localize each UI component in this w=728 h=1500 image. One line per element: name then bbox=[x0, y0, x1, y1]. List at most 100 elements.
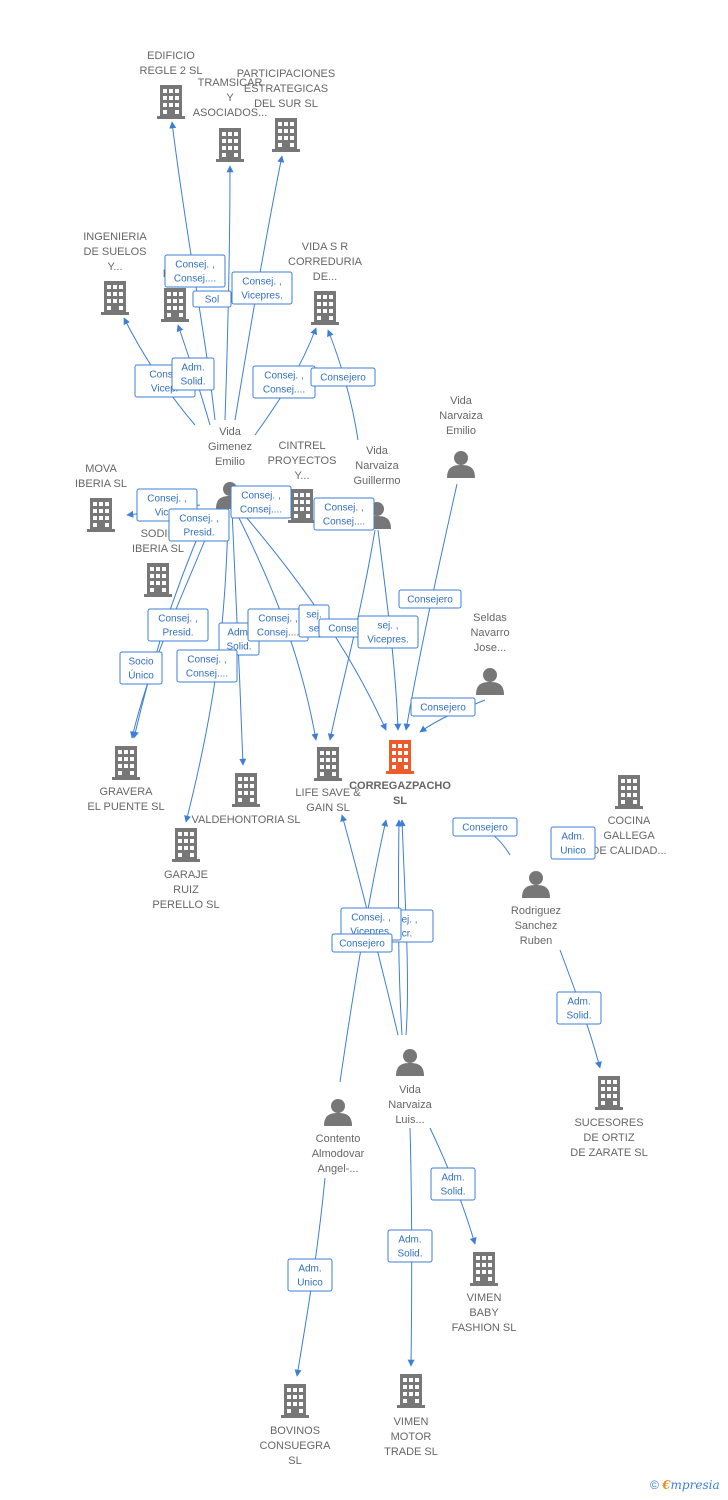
node-label-line: MOVA bbox=[85, 463, 117, 475]
building-icon bbox=[615, 775, 643, 809]
edge-role-label[interactable]: Consej. ,Presid. bbox=[168, 508, 230, 542]
building-icon bbox=[272, 118, 300, 152]
edge-role-label[interactable]: Consejero bbox=[398, 589, 462, 609]
node-cintrel[interactable]: CINTRELPROYECTOSY... bbox=[268, 440, 337, 523]
edge-role-label[interactable]: Consej. ,Presid. bbox=[147, 608, 209, 642]
edge-role-text: Adm. bbox=[298, 1264, 321, 1275]
node-label-line: SUCESORES bbox=[574, 1117, 643, 1129]
edge-role-text: Consej. , bbox=[324, 503, 363, 514]
edge-role-box bbox=[387, 1229, 433, 1263]
node-label-line: VIDA S R bbox=[302, 241, 349, 253]
node-vidaluis[interactable]: VidaNarvaizaLuis... bbox=[388, 1049, 433, 1126]
edge-role-label[interactable]: Consej. ,Consej.... bbox=[164, 254, 226, 288]
building-icon bbox=[101, 281, 129, 315]
edge-role-text: Solid. bbox=[226, 642, 251, 653]
edge-role-text: sej. , bbox=[377, 621, 398, 632]
node-label-line: FASHION SL bbox=[452, 1322, 517, 1334]
edge-role-text: Consejero bbox=[339, 939, 385, 950]
node-label-line: ESTRATEGICAS bbox=[244, 83, 328, 95]
building-icon bbox=[281, 1384, 309, 1418]
edge-role-text: Consej. , bbox=[175, 260, 214, 271]
node-label-line: TRAMSICAR bbox=[198, 77, 263, 89]
edge-role-box bbox=[550, 826, 596, 860]
edge-role-label[interactable]: Adm.Unico bbox=[550, 826, 596, 860]
node-label-line: GAIN SL bbox=[306, 802, 349, 814]
edge-role-label[interactable]: Consej. ,Vicepres. bbox=[231, 271, 293, 305]
edge-role-label[interactable]: Consejero bbox=[310, 367, 376, 387]
edge-role-label[interactable]: Consejero bbox=[410, 697, 476, 717]
edge-role-label[interactable]: Consej. , Consej.... bbox=[252, 365, 316, 399]
edge-role-text: cr. bbox=[402, 929, 413, 940]
node-label-line: Y... bbox=[107, 261, 122, 273]
edge-role-label[interactable]: sej. ,Vicepres. bbox=[357, 615, 419, 649]
brand-logo: €mpresia bbox=[662, 1478, 720, 1492]
edge-role-label[interactable]: Consejero bbox=[331, 933, 393, 953]
edge-role-label[interactable]: Consej. ,Consej.... bbox=[176, 649, 238, 683]
edge-role-box bbox=[171, 357, 215, 391]
edge-role-label[interactable]: Sol bbox=[192, 290, 232, 308]
node-valdehontoria[interactable]: VALDEHONTORIA SL bbox=[191, 773, 301, 826]
building-icon bbox=[311, 291, 339, 325]
building-icon bbox=[232, 773, 260, 807]
node-label-line: GRAVERA bbox=[100, 786, 154, 798]
node-label-line: EDIFICIO bbox=[147, 50, 195, 62]
edge-role-label[interactable]: Adm.Unico bbox=[287, 1258, 333, 1292]
node-seldas[interactable]: SeldasNavarroJose... bbox=[470, 612, 510, 695]
node-contento[interactable]: ContentoAlmodovarAngel-... bbox=[312, 1099, 365, 1175]
node-label-line: Seldas bbox=[473, 612, 507, 624]
node-label-line: CORREGAZPACHO bbox=[349, 780, 451, 792]
edge-role-box bbox=[452, 817, 518, 837]
relationship-edge bbox=[327, 529, 376, 741]
edge-role-label[interactable]: Consej. ,Consej.... bbox=[230, 485, 292, 519]
node-label-line: Narvaiza bbox=[439, 410, 483, 422]
edge-role-box bbox=[410, 697, 476, 717]
edge-role-text: Adm. bbox=[561, 832, 584, 843]
node-lifesave[interactable]: LIFE SAVE &GAIN SL bbox=[295, 747, 361, 814]
edge-role-label[interactable]: Consej. ,Vicepres. bbox=[340, 907, 402, 941]
edge-role-text: Presid. bbox=[162, 628, 193, 639]
edge-role-text: Consejero bbox=[420, 703, 466, 714]
node-label-line: INGENIERIA bbox=[83, 231, 147, 243]
node-label-line: SL bbox=[393, 795, 407, 807]
edge-role-box bbox=[168, 508, 230, 542]
edge-role-text: Consej.... bbox=[240, 505, 282, 516]
edge-role-label[interactable]: Adm.Solid. bbox=[556, 991, 602, 1025]
node-vidasr[interactable]: VIDA S RCORREDURIADE... bbox=[288, 241, 363, 325]
node-label-line: PROYECTOS bbox=[268, 455, 337, 467]
node-label-line: Narvaiza bbox=[355, 460, 399, 472]
node-label-line: CORREDURIA bbox=[288, 256, 363, 268]
person-icon bbox=[447, 451, 475, 478]
edge-role-text: Consej.... bbox=[263, 385, 305, 396]
edge-role-label[interactable]: Adm.Solid. bbox=[387, 1229, 433, 1263]
edge-role-label[interactable]: Consejero bbox=[452, 817, 518, 837]
node-ingenieria[interactable]: INGENIERIA DE SUELOS Y... bbox=[83, 231, 147, 315]
edge-role-text: Consejero bbox=[328, 624, 374, 635]
edge-role-label[interactable]: Adm.Solid. bbox=[171, 357, 215, 391]
footer-brand[interactable]: © €mpresia bbox=[650, 1478, 720, 1492]
node-label-line: DE SUELOS bbox=[84, 246, 147, 258]
edge-role-text: Consejero bbox=[407, 595, 453, 606]
node-transmicar[interactable]: TRAMSICARYASOCIADOS... bbox=[193, 77, 268, 162]
node-label-line: Navarro bbox=[470, 627, 509, 639]
node-corregazpacho[interactable]: CORREGAZPACHO SL bbox=[349, 740, 451, 807]
edge-role-label[interactable]: Consej. ,Consej.... bbox=[313, 497, 375, 531]
edge-role-text: Consej. , bbox=[264, 371, 303, 382]
edge-role-label[interactable]: Adm.Solid. bbox=[430, 1167, 476, 1201]
